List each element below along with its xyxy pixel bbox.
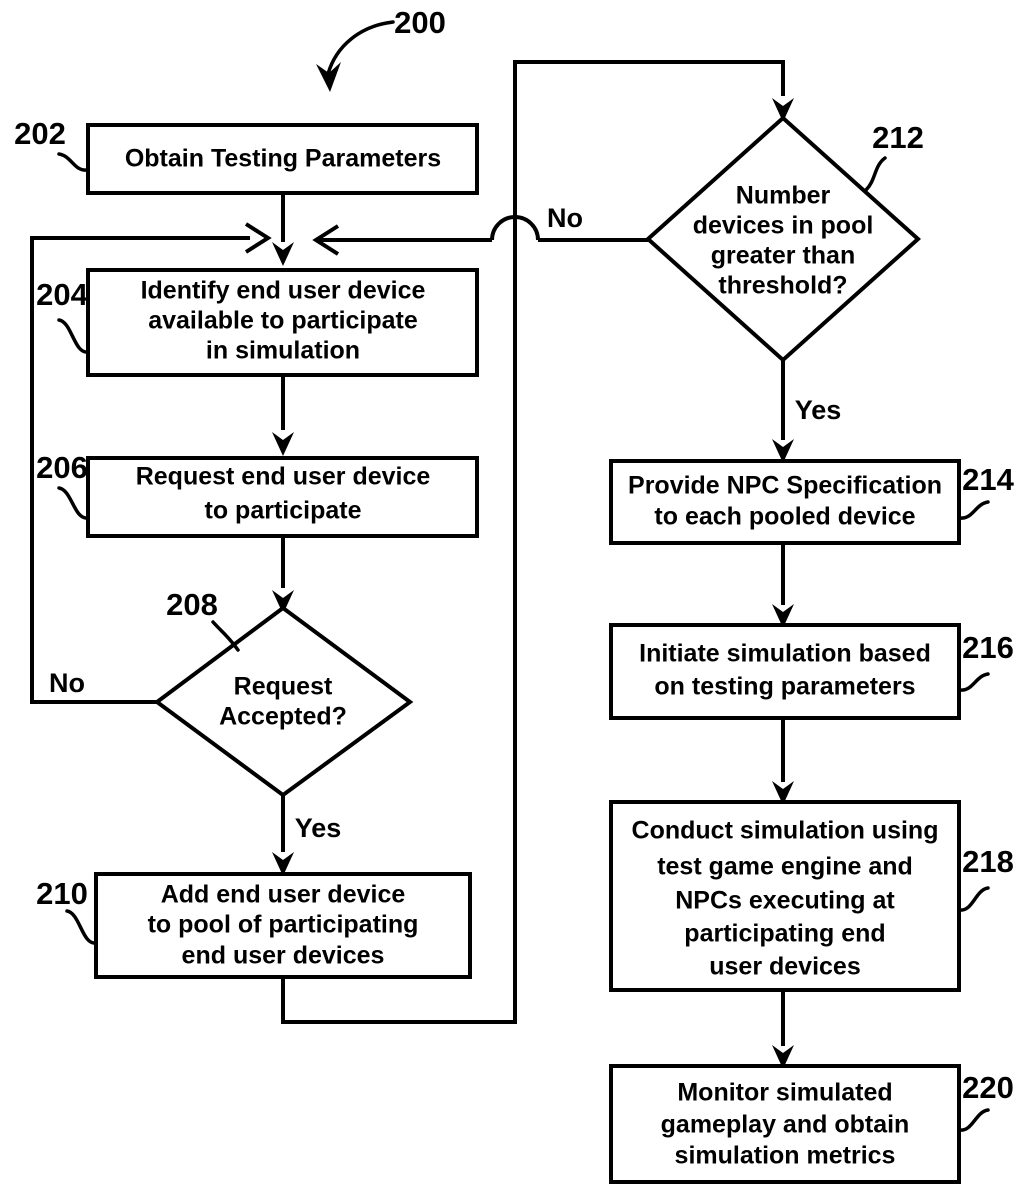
figure-ref-200-leader <box>316 20 395 92</box>
arrowhead-into-204 <box>272 242 294 266</box>
node-218-ref-label: 218 <box>962 844 1014 879</box>
node-210-line-0: Add end user device <box>161 881 406 909</box>
edge-label-212-no: No <box>547 203 583 233</box>
node-206-box <box>86 456 479 538</box>
node-206-line-0: Request end user device <box>136 463 431 491</box>
node-204-box <box>86 268 479 377</box>
node-218-line-2: NPCs executing at <box>675 887 895 915</box>
node-202-line-0: Obtain Testing Parameters <box>125 145 441 173</box>
node-216-box <box>609 623 961 720</box>
node-218-line-0: Conduct simulation using <box>632 817 939 845</box>
node-204-line-2: in simulation <box>206 337 360 365</box>
node-216-line-0: Initiate simulation based <box>639 640 931 668</box>
edge-label-208-no: No <box>49 668 85 698</box>
node-220-ref-leader <box>957 1108 990 1132</box>
node-218-line-3: participating end <box>684 920 885 948</box>
node-216-ref-label: 216 <box>962 630 1014 665</box>
node-216-ref-leader <box>957 672 990 692</box>
node-212-line-1: devices in pool <box>693 212 874 240</box>
node-202-ref-leader <box>57 152 90 172</box>
node-204-line-1: available to participate <box>148 307 418 335</box>
node-204-ref-leader <box>57 318 90 354</box>
node-208-line-0: Request <box>234 673 333 701</box>
node-204-line-0: Identify end user device <box>141 277 426 305</box>
node-214-line-0: Provide NPC Specification <box>628 472 942 500</box>
node-212-ref-label: 212 <box>872 120 924 155</box>
node-208-ref-leader <box>211 620 240 652</box>
conn-210-to-212-riser <box>281 60 785 1024</box>
edge-label-212-yes: Yes <box>795 395 842 425</box>
node-208-line-1: Accepted? <box>219 703 347 731</box>
node-218-line-4: user devices <box>709 953 861 981</box>
node-206-ref-label: 206 <box>36 450 88 485</box>
line-hop-jump <box>490 215 540 241</box>
node-202-ref-label: 202 <box>14 116 66 151</box>
figure-ref-200-label: 200 <box>394 5 446 40</box>
node-214-box <box>609 459 961 545</box>
node-208-diamond <box>153 605 414 798</box>
node-210-ref-label: 210 <box>36 876 88 911</box>
arrowhead-into-206 <box>272 432 294 456</box>
node-210-line-2: end user devices <box>182 942 385 970</box>
arrowhead-212-no-loop <box>312 224 340 256</box>
node-204-ref-label: 204 <box>36 277 88 312</box>
node-220-line-2: simulation metrics <box>675 1142 896 1170</box>
node-220-box <box>609 1064 961 1184</box>
node-218-line-1: test game engine and <box>657 853 913 881</box>
node-220-line-0: Monitor simulated <box>677 1079 892 1107</box>
node-214-ref-leader <box>957 500 990 520</box>
node-220-line-1: gameplay and obtain <box>661 1111 910 1139</box>
node-218-ref-leader <box>957 886 990 912</box>
edge-label-208-yes: Yes <box>295 813 342 843</box>
node-202-box <box>86 123 479 195</box>
node-206-ref-leader <box>57 486 90 520</box>
node-210-line-1: to pool of participating <box>148 911 419 939</box>
node-210-ref-leader <box>65 909 98 945</box>
node-212-line-0: Number <box>736 182 831 210</box>
node-214-ref-label: 214 <box>962 462 1014 497</box>
node-206-line-1: to participate <box>205 497 362 525</box>
node-212-line-3: threshold? <box>718 272 847 300</box>
node-216-line-1: on testing parameters <box>654 673 915 701</box>
conn-208-no-loop <box>30 236 250 704</box>
node-214-line-1: to each pooled device <box>654 503 915 531</box>
node-208-ref-label: 208 <box>166 587 218 622</box>
node-212-line-2: greater than <box>711 242 855 270</box>
arrowhead-208-no-loop <box>244 222 272 254</box>
node-220-ref-label: 220 <box>962 1070 1014 1105</box>
node-212-ref-leader <box>864 156 887 192</box>
